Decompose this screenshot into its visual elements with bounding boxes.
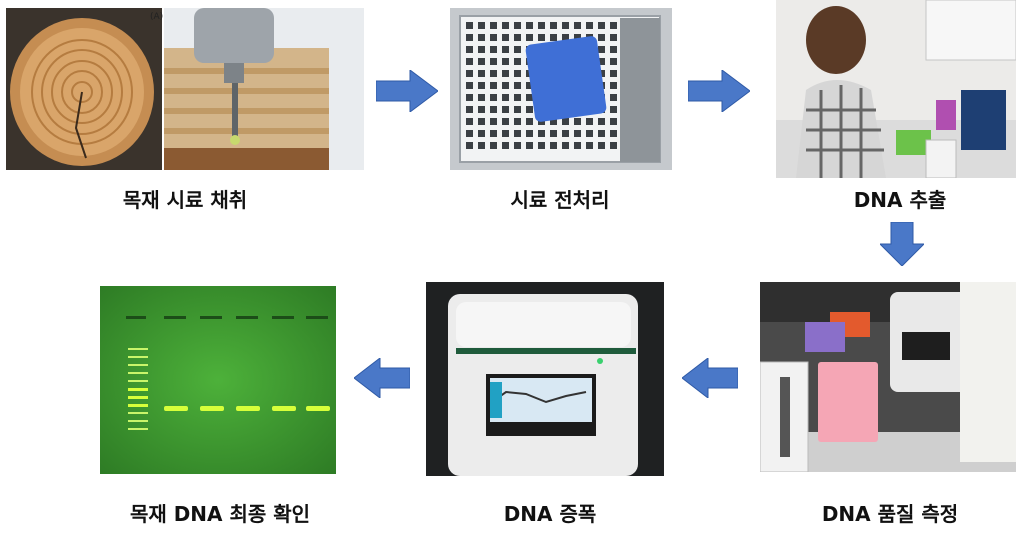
step-label-preprocess: 시료 전처리 bbox=[510, 188, 610, 212]
wood-cross-section-photo bbox=[6, 8, 162, 170]
step-label-quality: DNA 품질 측정 bbox=[821, 502, 959, 526]
thermal-cycler-photo bbox=[426, 282, 664, 476]
step-label-extraction: DNA 추출 bbox=[853, 188, 947, 212]
flow-arrow-right-1 bbox=[376, 70, 438, 112]
flow-arrow-down bbox=[880, 222, 924, 266]
dna-extraction-photo bbox=[776, 0, 1016, 178]
step-label-confirmation: 목재 DNA 최종 확인 bbox=[129, 502, 311, 526]
dna-quality-photo bbox=[760, 282, 1016, 472]
drilling-sample-photo bbox=[164, 8, 364, 170]
flow-arrow-left-2 bbox=[354, 358, 410, 398]
flow-arrow-left-1 bbox=[682, 358, 738, 398]
panel-tag: (A) bbox=[150, 12, 164, 22]
flow-arrow-right-2 bbox=[688, 70, 750, 112]
step-label-sampling: 목재 시료 채취 bbox=[122, 188, 248, 212]
preprocessing-photo bbox=[450, 8, 672, 170]
gel-electrophoresis-photo bbox=[100, 286, 336, 474]
step-label-amplification: DNA 증폭 bbox=[503, 502, 597, 526]
